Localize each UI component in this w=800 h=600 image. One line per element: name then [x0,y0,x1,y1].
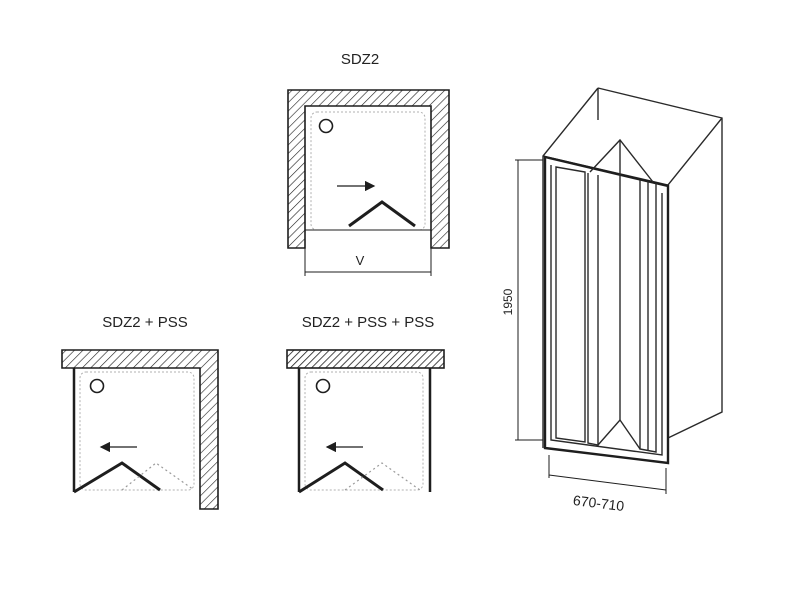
perspective-door-panel-left [555,166,586,443]
plan-sdz2-pss-tray [79,371,195,491]
plan-sdz2-pss-door [73,461,161,494]
plan-sdz2-pss-pss: SDZ2 + PSS + PSS [286,314,445,494]
plan-sdz2-door [348,200,416,228]
perspective-door-panel-mid [587,173,599,446]
plan-sdz2-pss-pss-title: SDZ2 + PSS + PSS [302,314,435,331]
plan-sdz2-pss-wall [61,349,219,510]
perspective-door-inner-frame [550,165,663,456]
plan-sdz2-drain-icon [318,118,334,134]
plan-sdz2: SDZ2 V [287,51,450,276]
plan-sdz2-pss: SDZ2 + PSS [61,314,219,510]
perspective-door-fold-bottom [597,418,641,450]
perspective-door-frame [543,155,670,465]
plan-sdz2-pss-door-ghost [121,462,195,491]
plan-sdz2-title: SDZ2 [341,51,379,68]
plan-sdz2-pss-pss-wall [286,349,445,369]
perspective-width-label: 670-710 [572,492,625,514]
plan-sdz2-pss-drain-icon [89,378,105,394]
perspective-top-rail [542,117,723,186]
perspective-back-wall [597,87,723,439]
plan-sdz2-pss-pss-door [298,461,384,494]
perspective-width-dim-line [548,474,667,491]
plan-sdz2-wall [287,89,450,249]
plan-sdz2-width-label: V [356,253,365,268]
perspective-door-panel-right [639,180,657,453]
plan-sdz2-pss-title: SDZ2 + PSS [102,314,187,331]
perspective-view: 1950 670-710 [501,87,723,514]
plan-sdz2-pss-pss-drain-icon [315,378,331,394]
plan-sdz2-pss-pss-tray [304,371,424,491]
perspective-height-label: 1950 [501,288,515,315]
plan-sdz2-pss-pss-door-ghost [344,462,421,491]
